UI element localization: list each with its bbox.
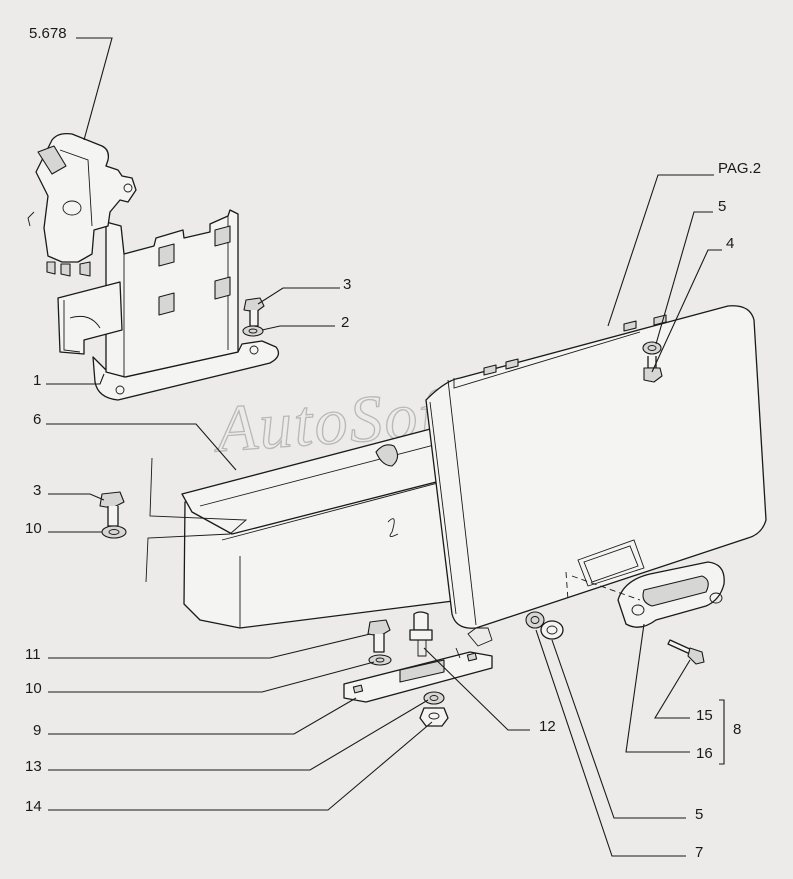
handle-16 bbox=[617, 561, 725, 628]
label-7: 7 bbox=[695, 844, 703, 861]
bolt-3-upper bbox=[243, 297, 265, 327]
label-3-middle: 3 bbox=[33, 482, 41, 499]
screw-15 bbox=[667, 639, 705, 665]
pin-12 bbox=[409, 611, 433, 657]
nut-13 bbox=[423, 691, 445, 705]
label-13: 13 bbox=[25, 758, 42, 775]
label-11: 11 bbox=[25, 646, 41, 663]
label-ref-pag2: PAG.2 bbox=[718, 160, 761, 177]
nut-14 bbox=[419, 707, 449, 727]
label-14: 14 bbox=[25, 798, 42, 815]
label-3-top: 3 bbox=[343, 276, 351, 293]
label-5-top: 5 bbox=[718, 198, 726, 215]
label-15: 15 bbox=[696, 707, 713, 724]
label-4: 4 bbox=[726, 235, 734, 252]
assembly-axis-line-2 bbox=[565, 571, 569, 601]
washer-2 bbox=[242, 325, 264, 337]
label-6: 6 bbox=[33, 411, 41, 428]
leader-lines bbox=[46, 37, 725, 857]
label-ref-5678: 5.678 bbox=[29, 25, 67, 42]
label-16: 16 bbox=[696, 745, 713, 762]
tool-box-lid-part bbox=[425, 305, 767, 647]
callout-labels: 5.678 PAG.2 5 4 3 2 1 6 3 10 11 10 9 12 … bbox=[25, 25, 761, 861]
battery-switch-part bbox=[27, 132, 137, 277]
label-10-middle: 10 bbox=[25, 520, 42, 537]
washer-10-lower bbox=[368, 654, 392, 666]
bolt-4 bbox=[643, 356, 663, 383]
bolt-3-middle bbox=[99, 491, 125, 527]
label-8: 8 bbox=[733, 721, 741, 738]
assembly-axis-line bbox=[571, 575, 641, 601]
washer-5-lower bbox=[540, 620, 564, 640]
label-5-lower: 5 bbox=[695, 806, 703, 823]
washer-10-middle bbox=[101, 525, 127, 539]
bolt-11 bbox=[367, 619, 391, 653]
label-2: 2 bbox=[341, 314, 349, 331]
label-1: 1 bbox=[33, 372, 41, 389]
latch-plate-9 bbox=[343, 647, 493, 703]
label-9: 9 bbox=[33, 722, 41, 739]
label-10-lower: 10 bbox=[25, 680, 42, 697]
nut-7 bbox=[525, 611, 545, 629]
label-12: 12 bbox=[539, 718, 556, 735]
nut-5-upper bbox=[642, 341, 662, 355]
mounting-bracket-part bbox=[57, 209, 280, 401]
